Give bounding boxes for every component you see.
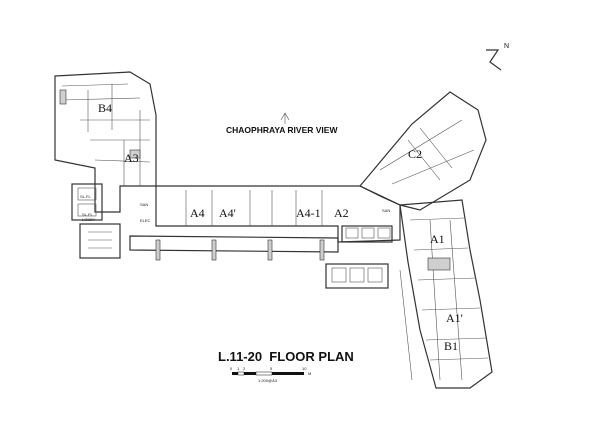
unit-a4-label: A4	[190, 206, 205, 220]
unit-b4-label: B4	[98, 101, 112, 115]
northeast-wing	[359, 91, 487, 211]
north-arrow-icon: N	[486, 43, 509, 71]
unit-a4p-label: A4'	[219, 206, 236, 220]
room-slfl-label-2: SL.FL	[82, 212, 93, 217]
unit-a3-label: A3	[124, 151, 139, 165]
room-lobby-label: LOBBY	[82, 217, 96, 222]
unit-a1p-label: A1'	[446, 311, 463, 325]
west-wing	[54, 71, 157, 213]
unit-a1-label: A1	[430, 232, 445, 246]
scale-ratio: 1:200@A3	[258, 378, 278, 383]
room-elec-label: ELEC	[140, 218, 151, 223]
north-label: N	[504, 43, 509, 50]
central-corridor	[129, 185, 401, 261]
scale-bar: 0 1 2 5 10 M 1:200@A3	[230, 366, 311, 383]
scale-tick-2: 2	[243, 366, 246, 371]
scale-tick-1: 1	[237, 366, 240, 371]
east-wing	[399, 199, 493, 389]
room-san-label: SAN	[140, 202, 148, 207]
unit-a4-1-label: A4-1	[296, 206, 321, 220]
view-label: CHAOPHRAYA RIVER VIEW	[226, 125, 338, 135]
room-san-label-2: SAN	[382, 208, 390, 213]
void-box	[325, 263, 389, 289]
room-slfl-label: SL.FL	[80, 194, 91, 199]
unit-c2-label: C2	[408, 147, 422, 161]
view-arrow-icon	[280, 112, 290, 124]
scale-tick-0: 0	[230, 366, 233, 371]
scale-tick-5: 5	[270, 366, 273, 371]
unit-a2-label: A2	[334, 206, 349, 220]
plan-title: L.11-20 FLOOR PLAN	[218, 349, 354, 364]
scale-unit: M	[308, 371, 311, 376]
scale-tick-10: 10	[302, 366, 307, 371]
lift-lobby	[71, 183, 121, 259]
unit-b1-label: B1	[444, 339, 458, 353]
